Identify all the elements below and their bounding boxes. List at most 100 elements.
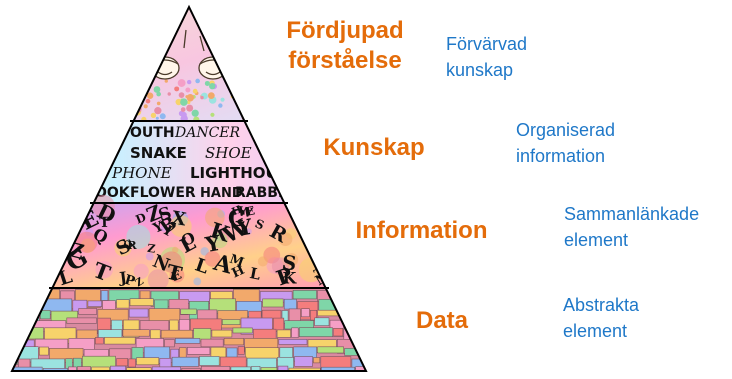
flower-dot	[195, 78, 200, 84]
mosaic-tile	[292, 289, 317, 300]
mosaic-tile	[116, 299, 130, 309]
color-blob	[193, 277, 202, 286]
mosaic-tile	[128, 308, 149, 318]
color-blob	[114, 239, 132, 257]
color-blob	[145, 252, 154, 261]
mosaic-tile	[262, 298, 284, 308]
mosaic-tile	[222, 319, 241, 325]
flower-dot	[180, 107, 186, 112]
color-blob	[55, 221, 75, 240]
level-4-desc-line1: Abstrakta	[563, 295, 640, 315]
mosaic-tile	[116, 358, 128, 367]
mosaic-tile	[160, 329, 193, 339]
flower-dot	[174, 86, 180, 92]
color-blob	[147, 269, 169, 291]
level-4-desc-line2: element	[563, 321, 628, 341]
pyramid-letter: R	[127, 238, 137, 252]
pyramid-word: PHONE	[111, 164, 172, 182]
level-2-desc-line2: information	[516, 146, 606, 166]
pyramid-letter: S	[310, 217, 331, 246]
flower-dot	[252, 102, 257, 107]
color-blob	[59, 221, 68, 230]
color-blob	[271, 257, 290, 275]
color-blob	[133, 263, 149, 279]
mosaic-tile	[110, 365, 127, 371]
pyramid-border	[10, 4, 368, 372]
mosaic-tile	[283, 298, 297, 310]
flower-dot	[167, 92, 171, 96]
level-3-desc-line1: Sammanlänkade	[564, 204, 700, 224]
mosaic-tile	[278, 338, 308, 345]
rectangle-mosaic	[12, 288, 366, 371]
mosaic-tile	[356, 337, 366, 355]
flower-dot	[164, 79, 168, 83]
flower-dot	[156, 101, 161, 106]
mosaic-tile	[320, 366, 355, 371]
pyramid-letter: C	[227, 206, 246, 233]
flower-dot	[133, 93, 141, 102]
flower-dot	[204, 80, 210, 86]
color-blob	[126, 224, 151, 249]
flower-dot	[246, 111, 254, 118]
mosaic-tile	[68, 366, 77, 371]
flower-dot	[186, 104, 194, 112]
color-blob	[212, 232, 228, 249]
pyramid-letter: V	[307, 196, 336, 227]
pyramid-letter: Y	[234, 214, 255, 242]
mosaic-tile	[233, 288, 260, 303]
pyramid-letter: H	[230, 203, 244, 218]
mosaic-tile	[260, 367, 278, 371]
pyramid-word: RABBI	[235, 185, 283, 201]
mosaic-tile	[210, 291, 233, 300]
pyramid-word: LIGHTHOUSE	[190, 164, 299, 182]
mosaic-tile	[78, 308, 97, 315]
mosaic-tile	[76, 329, 98, 339]
flower-dot	[186, 100, 191, 105]
mosaic-tile	[237, 346, 245, 355]
mosaic-tile	[100, 290, 109, 301]
flower-dot	[129, 113, 133, 117]
pyramid-letter: M	[228, 251, 246, 270]
mosaic-tile	[187, 347, 211, 355]
level-4-description: Abstrakta element	[563, 292, 639, 344]
flower-dot	[252, 98, 256, 103]
mosaic-tile	[12, 366, 43, 371]
pyramid-letter: K	[283, 269, 298, 288]
mosaic-tile	[129, 298, 154, 307]
mosaic-tile	[276, 329, 292, 338]
flower-dot	[145, 98, 151, 104]
mosaic-tile	[126, 367, 152, 371]
pyramid-letter: L	[248, 264, 262, 284]
color-blob	[52, 237, 68, 253]
pyramid-letter: X	[170, 208, 188, 231]
mosaic-tile	[337, 299, 358, 315]
pyramid-letter: L	[309, 200, 323, 219]
flower-dot	[146, 92, 154, 99]
flower-dot	[136, 86, 142, 92]
mosaic-tile	[365, 289, 366, 298]
flower-dot	[218, 103, 223, 108]
pyramid-word: SNAKE	[130, 144, 187, 162]
flower-dot	[243, 101, 247, 105]
flower-dot	[123, 93, 130, 100]
color-blob	[160, 225, 167, 232]
flower-dot	[159, 113, 166, 120]
mosaic-tile	[351, 358, 366, 369]
color-blob	[245, 228, 252, 235]
mosaic-tile	[180, 308, 197, 315]
flower-dot	[220, 97, 225, 102]
mosaic-tile	[333, 327, 344, 337]
mosaic-tile	[95, 337, 104, 345]
pyramid-word: OUTH	[130, 125, 175, 141]
flower-dot	[228, 83, 233, 88]
mosaic-tile	[294, 356, 313, 367]
color-blob	[170, 215, 192, 237]
pyramid-word: HAND	[200, 186, 243, 201]
mosaic-tile	[349, 310, 366, 321]
mosaic-tile	[38, 346, 49, 356]
flower-dot	[126, 92, 132, 97]
mosaic-tile	[181, 367, 201, 371]
pyramid-letter: Y	[203, 231, 223, 257]
mosaic-tile	[164, 339, 175, 348]
mosaic-tile	[122, 329, 150, 337]
